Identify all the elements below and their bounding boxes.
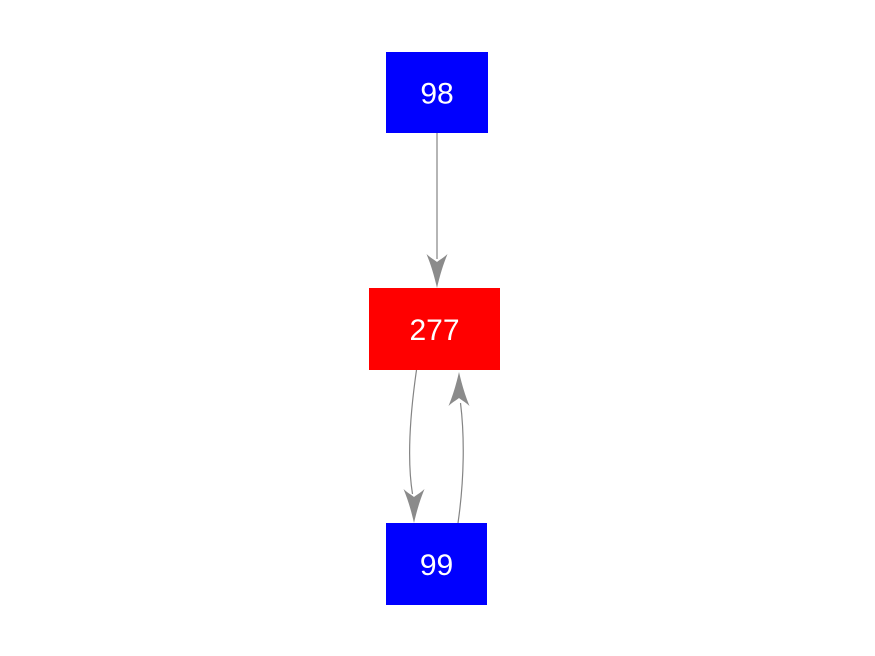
edge-98-to-277	[426, 133, 448, 288]
arrowhead-down-icon	[426, 254, 448, 288]
node-99-label: 99	[420, 549, 453, 582]
node-277-label: 277	[409, 314, 459, 347]
node-99[interactable]: 99	[386, 523, 487, 605]
node-277-box[interactable]	[369, 288, 500, 370]
edge-99-to-277	[448, 372, 470, 524]
arrowhead-up-icon	[448, 372, 470, 406]
node-98-box[interactable]	[386, 52, 488, 133]
node-277[interactable]: 277	[369, 288, 500, 370]
node-98[interactable]: 98	[386, 52, 488, 133]
edge-277-to-99	[403, 369, 425, 523]
node-99-box[interactable]	[386, 523, 487, 605]
arrowhead-down-icon	[403, 489, 425, 523]
node-98-label: 98	[420, 78, 453, 111]
edge-line-99-277	[457, 402, 464, 524]
edge-line-277-99	[409, 369, 418, 495]
